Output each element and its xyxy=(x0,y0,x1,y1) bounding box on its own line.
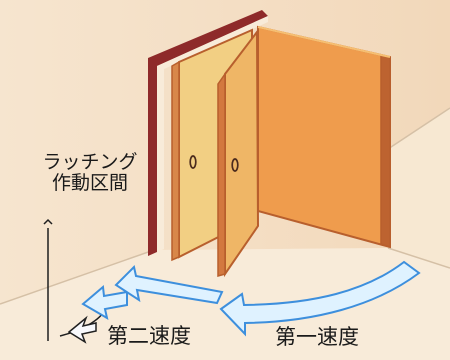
right-floor-line xyxy=(387,247,450,269)
second-speed-label: 第二速度 xyxy=(107,324,191,348)
second-speed-arrow xyxy=(114,265,224,305)
latching-section-label-line-1: ラッチング xyxy=(42,151,138,173)
wall-floor-line xyxy=(0,249,155,305)
first-speed-label: 第一速度 xyxy=(275,325,359,349)
latching-section-label: ラッチング 作動区間 xyxy=(34,152,146,194)
door-leaf-middle xyxy=(217,29,260,278)
door-leaf-front xyxy=(257,25,391,249)
floor-area xyxy=(0,248,450,360)
latching-bracket-top xyxy=(43,218,53,225)
speed-arrow-small xyxy=(81,285,128,321)
first-speed-arrow xyxy=(219,260,421,337)
latching-arrow xyxy=(67,315,97,344)
right-wall-line xyxy=(387,107,450,150)
latching-section-label-line-2: 作動区間 xyxy=(51,172,128,194)
